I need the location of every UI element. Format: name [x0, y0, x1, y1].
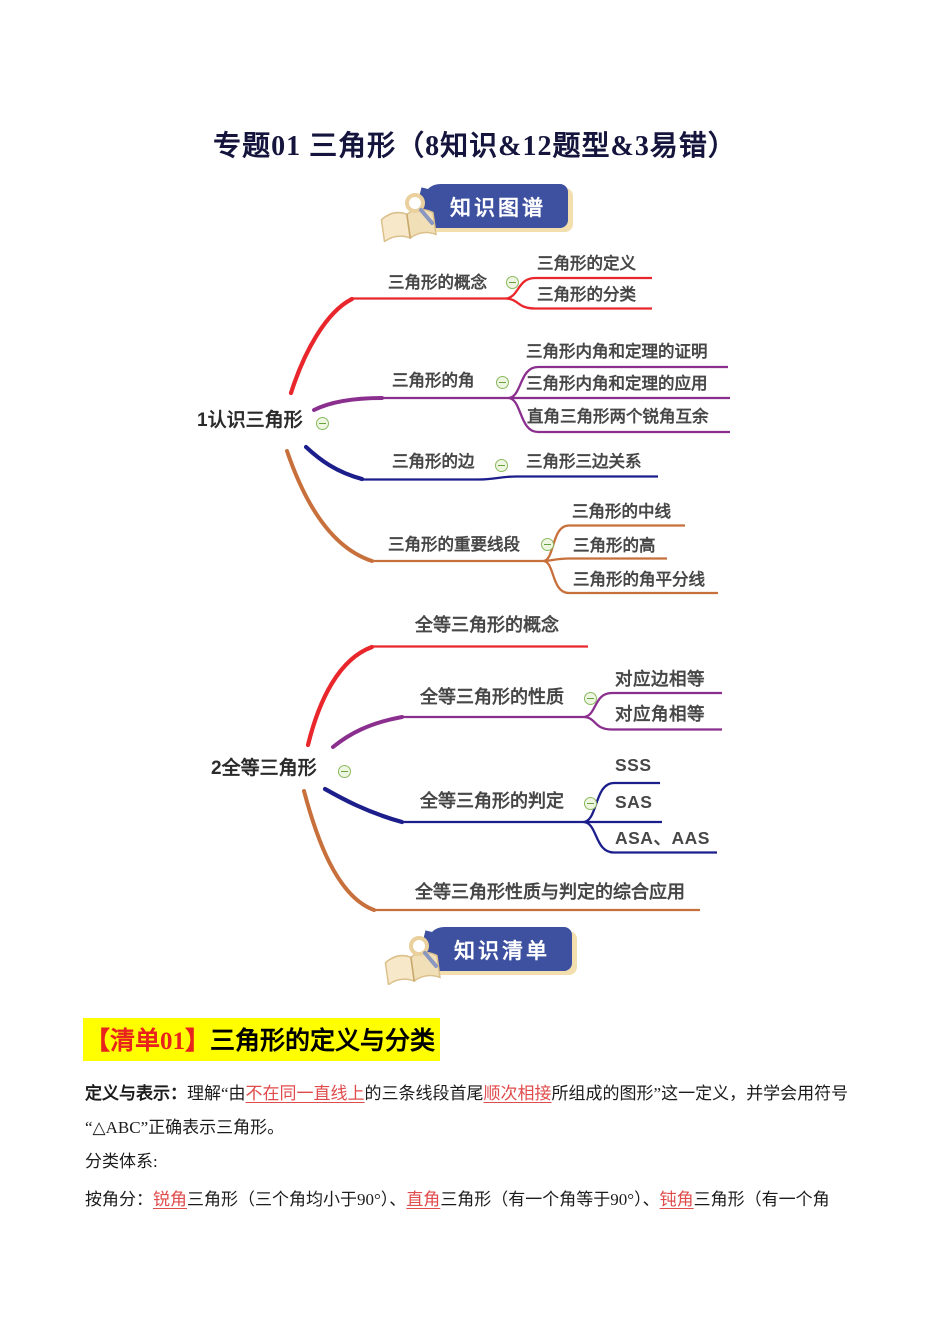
heading-tag: 【清单01】 — [85, 1028, 211, 1055]
red-term: 钝角 — [659, 1190, 694, 1209]
collapse-icon — [338, 765, 351, 778]
book-magnifier-icon — [384, 936, 441, 985]
child-label: 三角形的分类 — [537, 286, 636, 304]
red-term: 不在同一直线上 — [245, 1084, 365, 1103]
branch-label: 全等三角形的判定 — [420, 791, 564, 811]
child-label: 直角三角形两个锐角互余 — [527, 408, 709, 426]
run-text: 按角分： — [85, 1190, 153, 1209]
paragraph-by-angle: 按角分：锐角三角形（三个角均小于90°）、直角三角形（有一个角等于90°）、钝角… — [85, 1185, 830, 1210]
banner-plate — [427, 927, 572, 971]
run-text: 所组成的图形”这一定义，并学会用符号 — [551, 1084, 849, 1103]
red-term: 直角 — [406, 1190, 441, 1209]
branch-label: 三角形的概念 — [388, 274, 487, 292]
branch-label: 三角形的角 — [392, 372, 475, 390]
branch-label: 三角形的边 — [392, 453, 475, 471]
child-label: 三角形的角平分线 — [573, 571, 705, 589]
knowledge-map-banner: 知识图谱 — [378, 184, 578, 242]
section-heading: 【清单01】三角形的定义与分类 — [83, 1018, 441, 1061]
red-term: 顺次相接 — [483, 1084, 552, 1103]
banner-plate — [423, 184, 568, 228]
page-title: 专题01 三角形（8知识&12题型&3易错） — [213, 131, 737, 162]
child-label: SAS — [615, 792, 653, 812]
collapse-icon — [495, 459, 508, 472]
child-label: 对应边相等 — [615, 669, 705, 689]
run-text: 理解“由 — [187, 1084, 246, 1103]
child-label: 三角形内角和定理的应用 — [526, 375, 708, 393]
child-label: ASA、AAS — [615, 828, 710, 848]
child-label: 三角形内角和定理的证明 — [526, 343, 708, 361]
red-term: 锐角 — [153, 1190, 187, 1209]
run-text: 三角形（三个角均小于90°）、 — [187, 1190, 407, 1209]
branch-label: 全等三角形性质与判定的综合应用 — [415, 882, 685, 902]
banner-title: 知识清单 — [454, 940, 550, 963]
collapse-icon — [506, 276, 519, 289]
child-label: 对应角相等 — [615, 704, 705, 724]
heading-text: 三角形的定义与分类 — [210, 1027, 436, 1055]
paragraph-abc: “△ABC”正确表示三角形。 — [85, 1118, 285, 1137]
run-text: 三角形（有一个角等于90°）、 — [440, 1190, 660, 1209]
collapse-icon — [584, 797, 597, 810]
child-label: SSS — [615, 755, 652, 775]
paragraph-definition: 定义与表示：理解“由不在同一直线上的三条线段首尾顺次相接所组成的图形”这一定义，… — [85, 1079, 848, 1104]
mindmap-root-2: 2全等三角形 — [211, 758, 317, 779]
run-text: 三角形（有一个角 — [693, 1190, 830, 1209]
branch-label: 全等三角形的概念 — [415, 615, 559, 635]
run-text: 的三条线段首尾 — [364, 1084, 484, 1103]
child-label: 三角形三边关系 — [526, 453, 642, 471]
child-label: 三角形的定义 — [537, 255, 636, 273]
collapse-icon — [541, 538, 554, 551]
paragraph-classification: 分类体系: — [85, 1152, 158, 1171]
branch-label: 三角形的重要线段 — [388, 536, 520, 554]
book-magnifier-icon — [380, 193, 437, 242]
collapse-icon — [496, 376, 509, 389]
branch-label: 全等三角形的性质 — [420, 687, 564, 707]
collapse-icon — [316, 417, 329, 430]
collapse-icon — [584, 692, 597, 705]
knowledge-list-banner: 知识清单 — [382, 927, 582, 985]
run-bold: 定义与表示： — [85, 1084, 187, 1103]
banner-title: 知识图谱 — [450, 197, 546, 220]
child-label: 三角形的中线 — [572, 503, 671, 521]
mindmap-root-1: 1认识三角形 — [197, 410, 303, 431]
child-label: 三角形的高 — [573, 537, 656, 555]
